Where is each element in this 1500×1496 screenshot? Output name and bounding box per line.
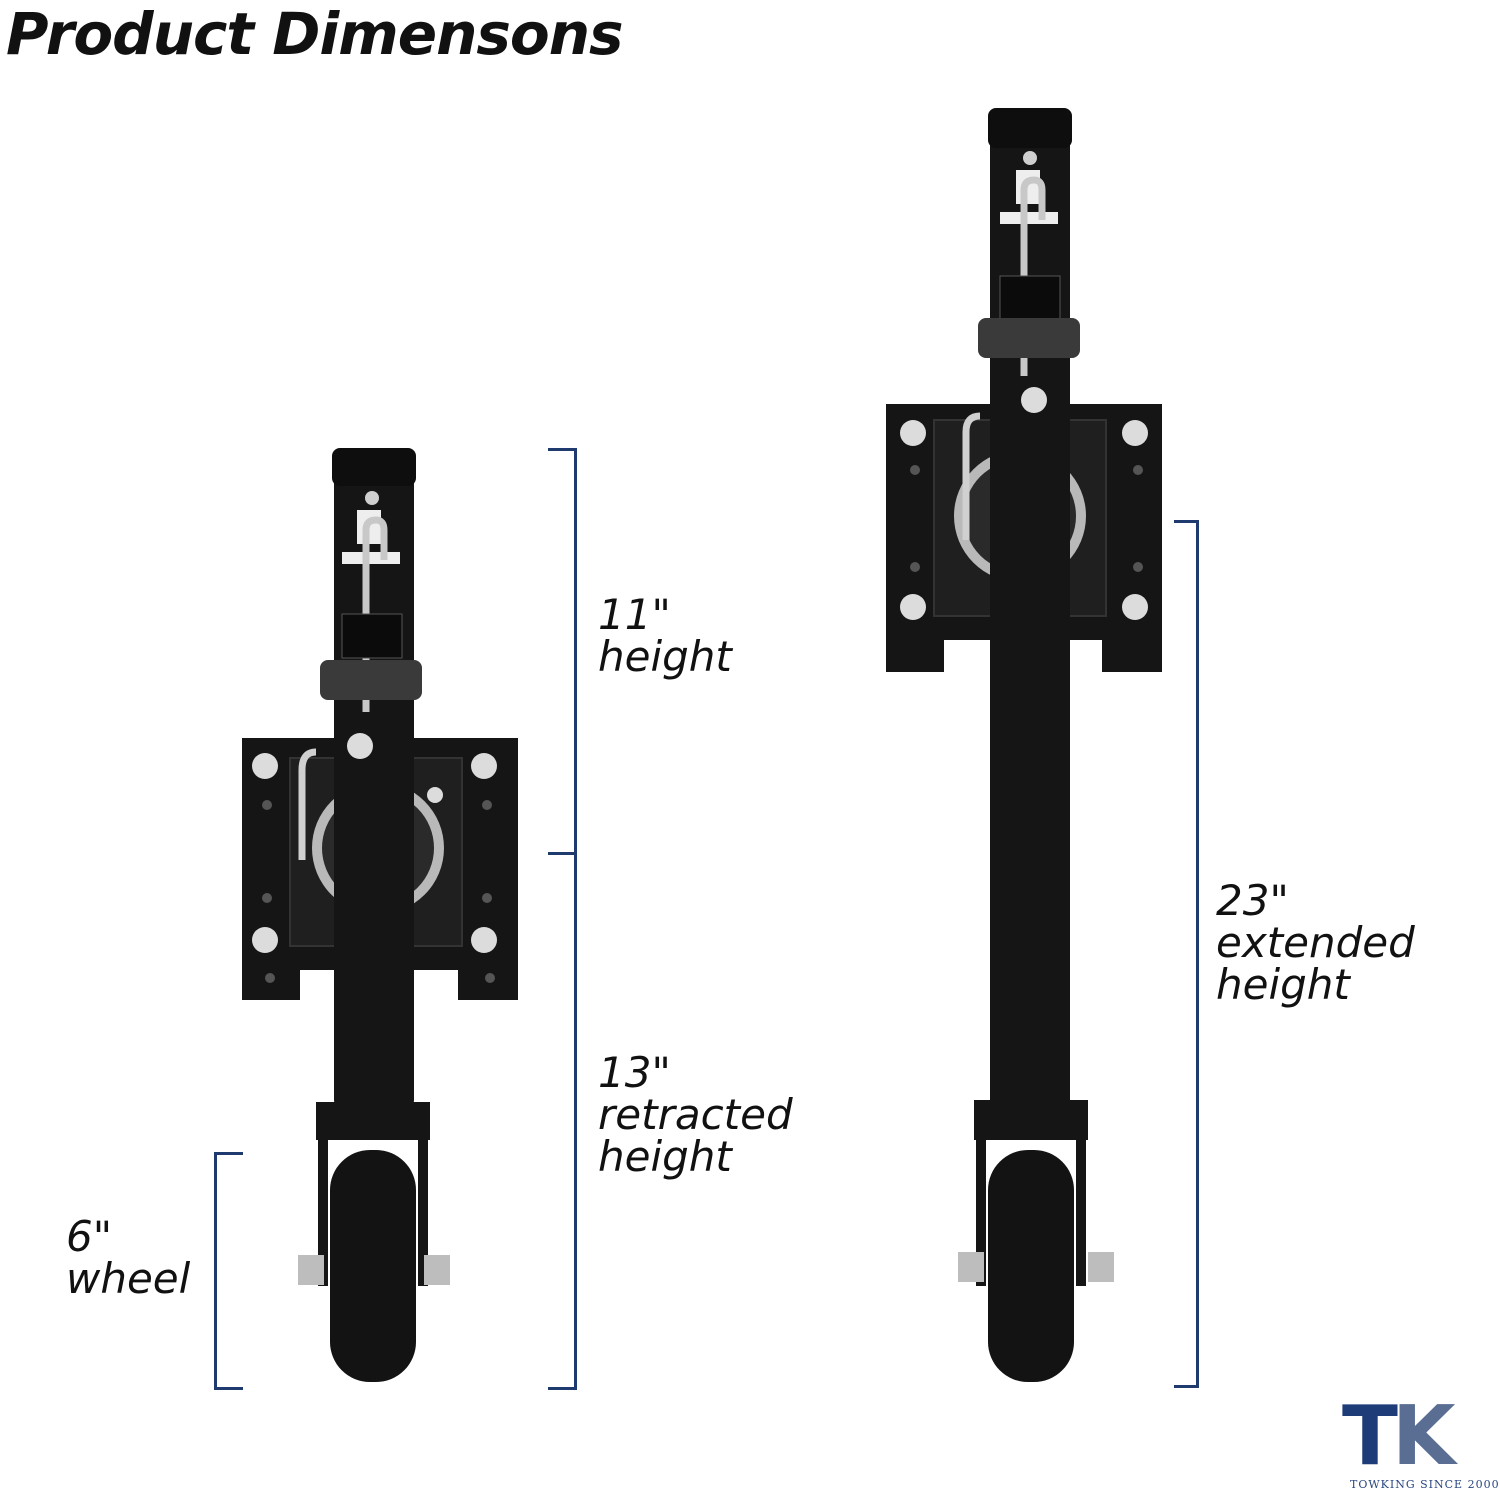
caster-wheel [988,1150,1074,1382]
jack-tube [990,110,1070,1110]
retracted-height-label: 13" retracted height [598,1052,793,1178]
retracted-height-text: height [598,1132,732,1181]
height-text: height [598,632,732,681]
wheel-bracket [214,1152,243,1390]
retracted-text: retracted [598,1090,793,1139]
height-value: 11" [598,590,671,639]
logo-tagline: TOWKING SINCE 2000 [1350,1478,1500,1491]
height-midpoint-tick [548,852,576,855]
wheel-value: 6" [66,1212,113,1261]
retracted-value: 13" [598,1048,671,1097]
page-title: Product Dimensons [6,0,624,68]
wheel-text: wheel [66,1254,191,1303]
height-bracket [548,448,577,1390]
extended-value: 23" [1216,876,1289,925]
extended-text: extended [1216,918,1415,967]
height-label: 11" height [598,594,732,678]
caster-wheel [330,1150,416,1382]
extended-height-bracket [1174,520,1199,1388]
towking-logo: TK TOWKING SINCE 2000 [1342,1389,1500,1492]
extended-height-label: 23" extended height [1216,880,1415,1006]
wheel-label: 6" wheel [66,1216,190,1300]
extended-height-text: height [1216,960,1350,1009]
